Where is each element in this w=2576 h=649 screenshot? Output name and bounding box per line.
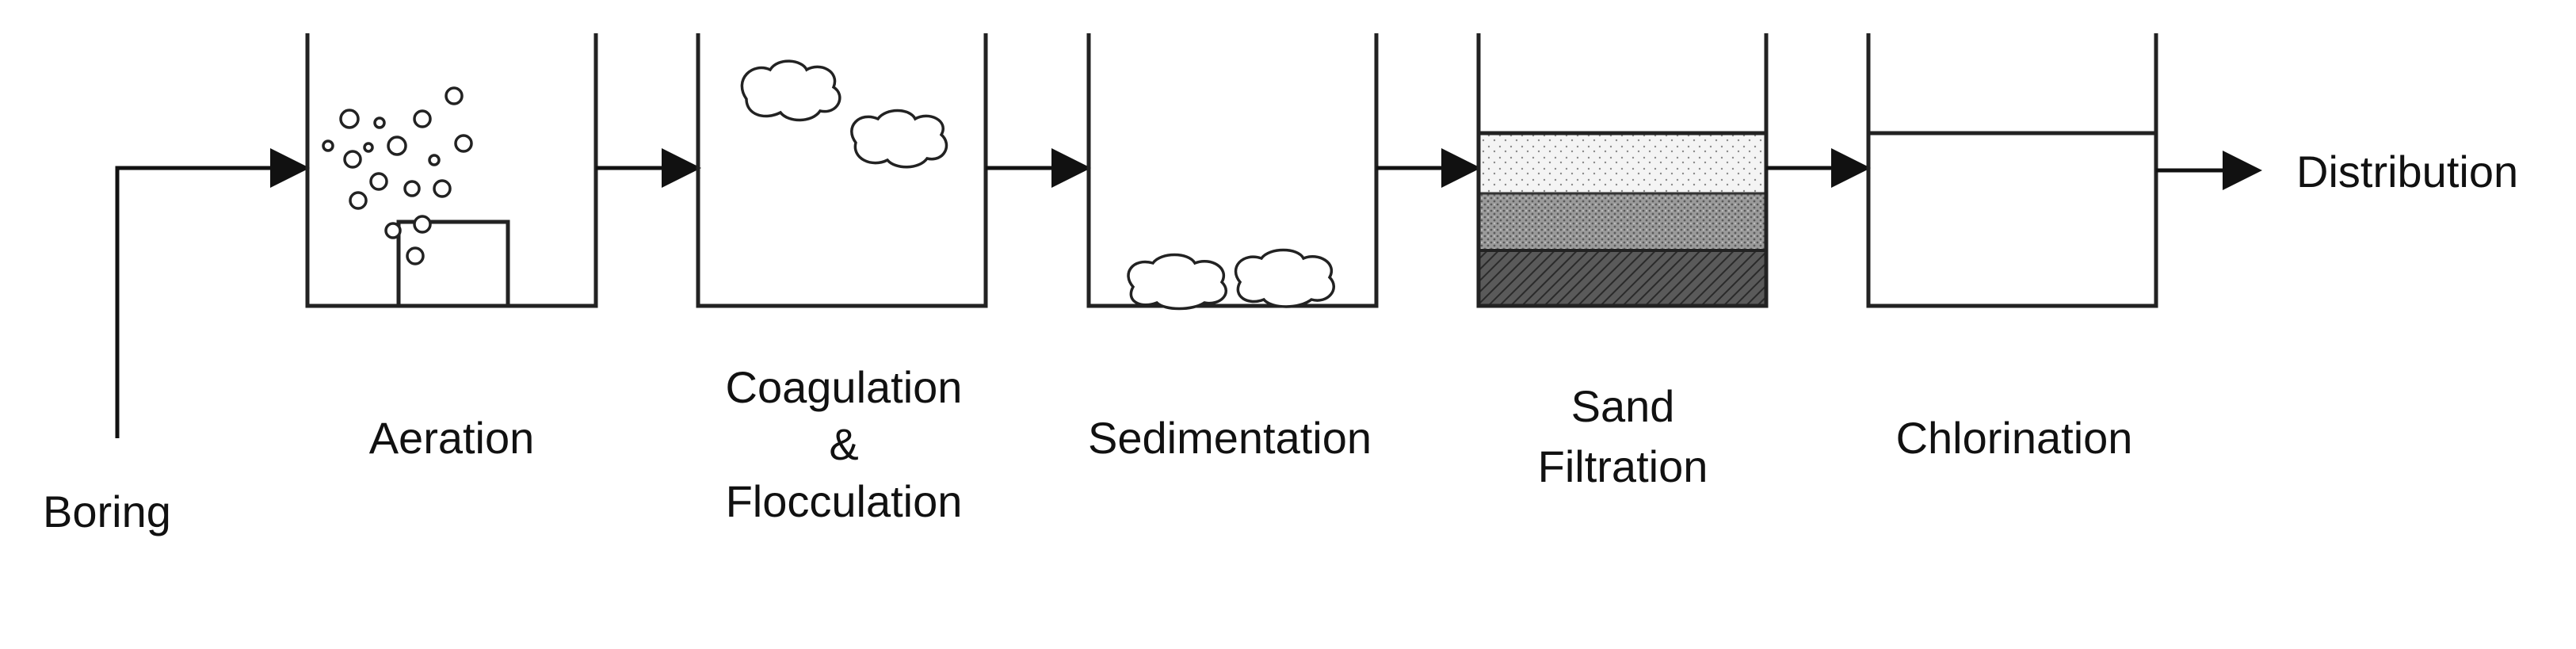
floc-clouds	[740, 59, 948, 169]
boring-label: Boring	[43, 487, 171, 536]
sedimentation-tank	[1086, 33, 1379, 311]
aeration-tank	[305, 33, 598, 308]
distribution-label: Distribution	[2296, 147, 2518, 197]
inlet-pipe	[115, 148, 310, 438]
coagulation-tank	[696, 33, 988, 308]
stage-label-filtration: Filtration	[1538, 441, 1708, 491]
stage-label-sand: Sand	[1571, 381, 1675, 431]
stage-label-coagulation: Coagulation	[726, 362, 963, 412]
stage-label-coagulation-amp: &	[829, 419, 858, 469]
settled-sludge	[1127, 248, 1335, 311]
stage-label-chlorination: Chlorination	[1896, 413, 2133, 463]
sand-filtration-tank	[1476, 33, 1769, 308]
gravel-layer	[1479, 250, 1766, 306]
aerator-unit	[396, 220, 510, 308]
stage-label-flocculation: Flocculation	[726, 476, 963, 526]
fine-sand-layer	[1479, 135, 1766, 193]
stage-label-sedimentation: Sedimentation	[1088, 413, 1372, 463]
stage-label-aeration: Aeration	[369, 413, 535, 463]
medium-sand-layer	[1479, 193, 1766, 250]
chlorination-tank	[1866, 33, 2158, 308]
air-bubbles	[322, 86, 473, 265]
